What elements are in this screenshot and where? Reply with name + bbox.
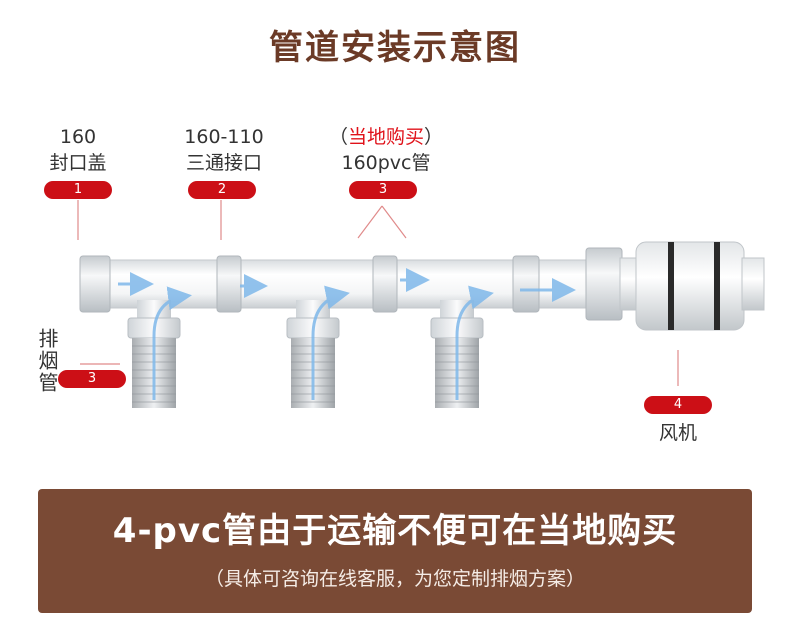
inline-fan [619,241,765,331]
badge-4: 4 [644,396,712,414]
tee-name: 三通接口 [185,152,262,174]
pipe-note-line: （当地购买） [328,126,444,148]
joint-3 [512,255,540,313]
badge-3-pipe: 3 [349,181,417,199]
fan-label: 风机 [658,422,697,444]
cap-size: 160 [59,126,97,148]
airflow-arrows [118,268,576,400]
pipe-label: （当地购买） 160pvc管 [316,124,456,176]
banner-main-text: 4-pvc管由于运输不便可在当地购买 [112,511,678,551]
cap-label: 160 封口盖 [30,124,126,176]
exhaust-label: 排烟管 [35,328,59,394]
pointer-lines [77,200,679,386]
badge-1: 1 [44,181,112,199]
joint-1 [216,255,242,313]
pipe-note: 当地购买 [347,126,424,148]
pipe-name: 160pvc管 [341,152,431,174]
joint-2 [372,255,398,313]
page-title: 管道安装示意图 [269,28,521,68]
end-cap [79,255,111,313]
pipe-diagram [77,200,765,408]
fan-coupler [585,247,623,321]
cap-name: 封口盖 [49,152,107,174]
badge-2: 2 [188,181,256,199]
tee-label: 160-110 三通接口 [166,124,282,176]
tee-size: 160-110 [184,126,264,148]
note-banner: 4-pvc管由于运输不便可在当地购买 （具体可咨询在线客服，为您定制排烟方案） [38,489,752,613]
banner-sub-text: （具体可咨询在线客服，为您定制排烟方案） [204,568,585,590]
badge-3-exhaust: 3 [58,370,126,388]
